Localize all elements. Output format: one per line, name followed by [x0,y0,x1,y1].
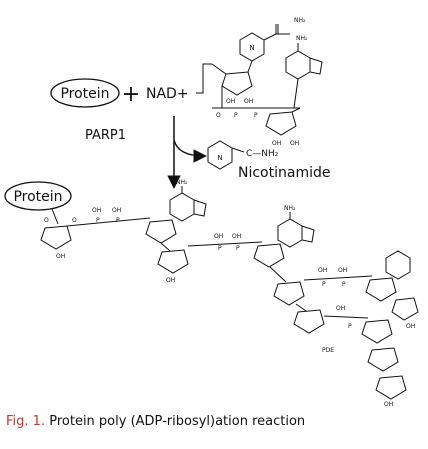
svg-text:NH₂: NH₂ [294,17,306,24]
chain-ribose-8 [293,309,325,334]
nad-structure [196,24,323,136]
chain-adenine-1 [169,192,195,222]
svg-text:OH: OH [272,140,281,147]
svg-text:NH₂: NH₂ [284,205,296,212]
nad-adenine-ring [285,50,311,80]
svg-text:OH: OH [336,305,345,312]
svg-text:P: P [218,245,222,252]
nad-label: NAD+ [146,86,189,102]
svg-text:OH: OH [338,267,347,274]
polymer-atom-labels: O OH O OH OH P P NH₂ OH OH OH P P NH₂ OH… [44,179,415,408]
protein-bottom-group: Protein [4,181,72,211]
chain-ribose-3 [157,249,189,274]
chain-ribose-1 [40,225,72,250]
svg-text:OH: OH [56,253,65,260]
svg-text:OH: OH [92,207,101,214]
svg-text:OH: OH [318,267,327,274]
svg-text:OH: OH [290,140,299,147]
svg-text:P: P [96,217,100,224]
figure-number: Fig. 1. [6,414,46,429]
side-product-arrow [173,139,207,163]
pde-label: PDE [322,347,334,354]
chain-ribose-9 [361,319,393,344]
svg-text:P: P [236,245,240,252]
nicotinamide-label: Nicotinamide [238,165,330,181]
protein-bottom-label: Protein [13,189,62,205]
nicotinamide-conh2: C—NH₂ [246,149,279,159]
svg-text:OH: OH [214,233,223,240]
plus-sign: + [122,82,140,107]
caption-text: Protein poly (ADP-ribosyl)ation reaction [49,414,306,429]
polymer-chain [40,186,419,400]
svg-text:P: P [234,112,238,119]
svg-text:O: O [216,112,221,119]
chain-ribose-5 [273,281,305,306]
svg-text:P: P [348,323,352,330]
svg-text:OH: OH [226,98,235,105]
svg-text:P: P [254,112,258,119]
svg-text:OH: OH [232,233,241,240]
svg-text:O: O [72,217,77,224]
svg-text:OH: OH [166,277,175,284]
parp1-label: PARP1 [85,128,126,143]
chain-ribose-7 [391,297,419,321]
svg-text:P: P [342,281,346,288]
chain-ribose-2 [145,219,177,244]
svg-text:NH₂: NH₂ [296,35,308,42]
svg-text:OH: OH [384,401,393,408]
chain-ribose-6 [365,277,397,302]
svg-text:O: O [44,217,49,224]
svg-text:OH: OH [244,98,253,105]
nad-nicotinamide-ring [239,32,265,62]
chain-adenine-2 [277,218,303,248]
svg-text:P: P [322,281,326,288]
protein-bottom-ellipse [4,181,72,211]
chain-adenine-3 [385,250,411,280]
nad-ribose-1 [221,71,253,96]
chain-ribose-11 [375,375,407,400]
chain-ribose-10 [367,347,399,372]
svg-text:N: N [217,154,222,162]
svg-text:P: P [116,217,120,224]
svg-text:OH: OH [406,323,415,330]
nad-ribose-2 [265,111,297,136]
protein-top-label: Protein [60,86,109,102]
svg-text:N: N [249,44,254,52]
chain-ribose-4 [253,243,285,268]
protein-top-ellipse [50,78,120,108]
nad-atom-labels: N NH₂ NH₂ OH OH O P P OH OH [216,17,308,147]
svg-text:OH: OH [112,207,121,214]
nicotinamide-structure [207,140,245,170]
svg-text:NH₂: NH₂ [176,179,188,186]
figure-caption: Fig. 1. Protein poly (ADP-ribosyl)ation … [6,414,426,430]
protein-top-group: Protein [50,78,120,108]
